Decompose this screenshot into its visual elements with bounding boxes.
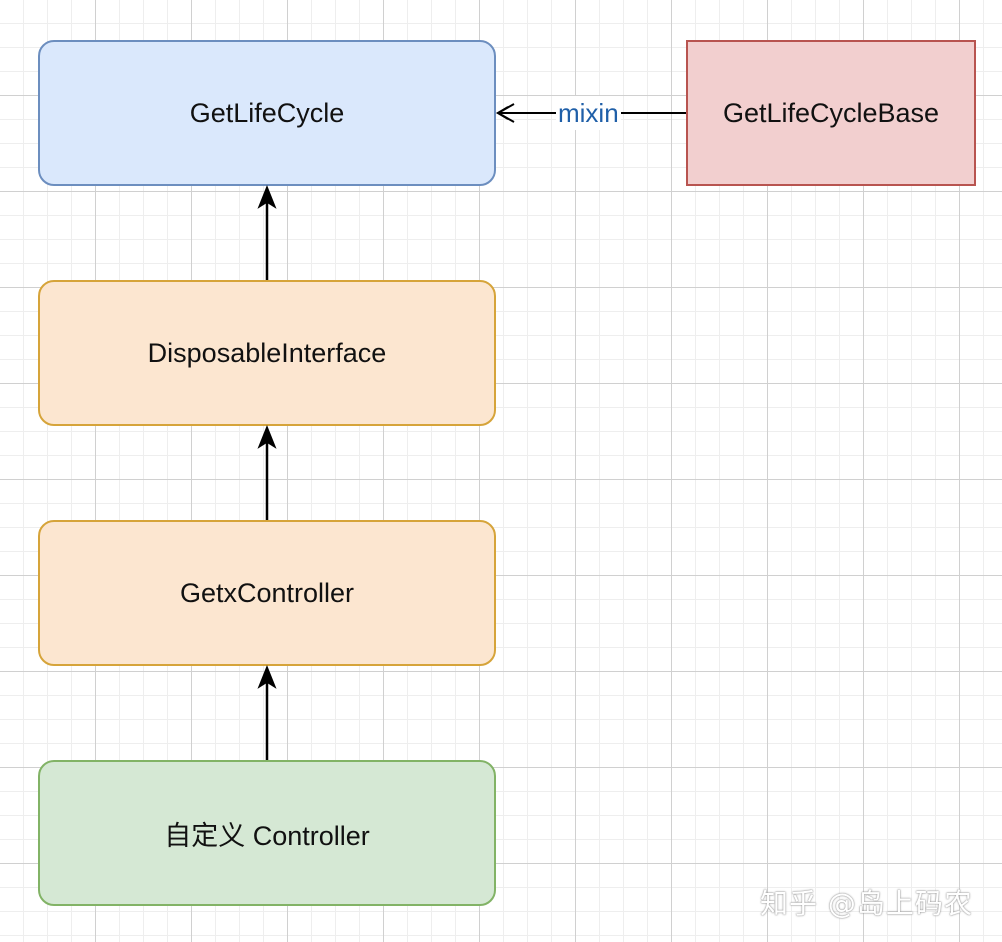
watermark-text: 知乎 @岛上码农 — [760, 887, 973, 920]
getlifecycle-base-label: GetLifeCycleBase — [722, 97, 940, 128]
custom-controller-label: 自定义 Controller — [164, 820, 370, 851]
getlifecycle-base-node[interactable]: GetLifeCycleBase — [686, 40, 976, 186]
edge-custom-to-getx[interactable] — [257, 664, 277, 760]
getx-controller-node[interactable]: GetxController — [38, 520, 496, 666]
getlifecycle-label: GetLifeCycle — [189, 97, 345, 128]
getx-controller-label: GetxController — [179, 577, 355, 608]
edge-disposable-to-getlifecycle[interactable] — [257, 184, 277, 280]
edge-getx-to-disposable[interactable] — [257, 424, 277, 520]
getlifecycle-node[interactable]: GetLifeCycle — [38, 40, 496, 186]
mixin-edge-label: mixin — [556, 96, 621, 130]
custom-controller-node[interactable]: 自定义 Controller — [38, 760, 496, 906]
disposable-interface-label: DisposableInterface — [147, 337, 387, 368]
